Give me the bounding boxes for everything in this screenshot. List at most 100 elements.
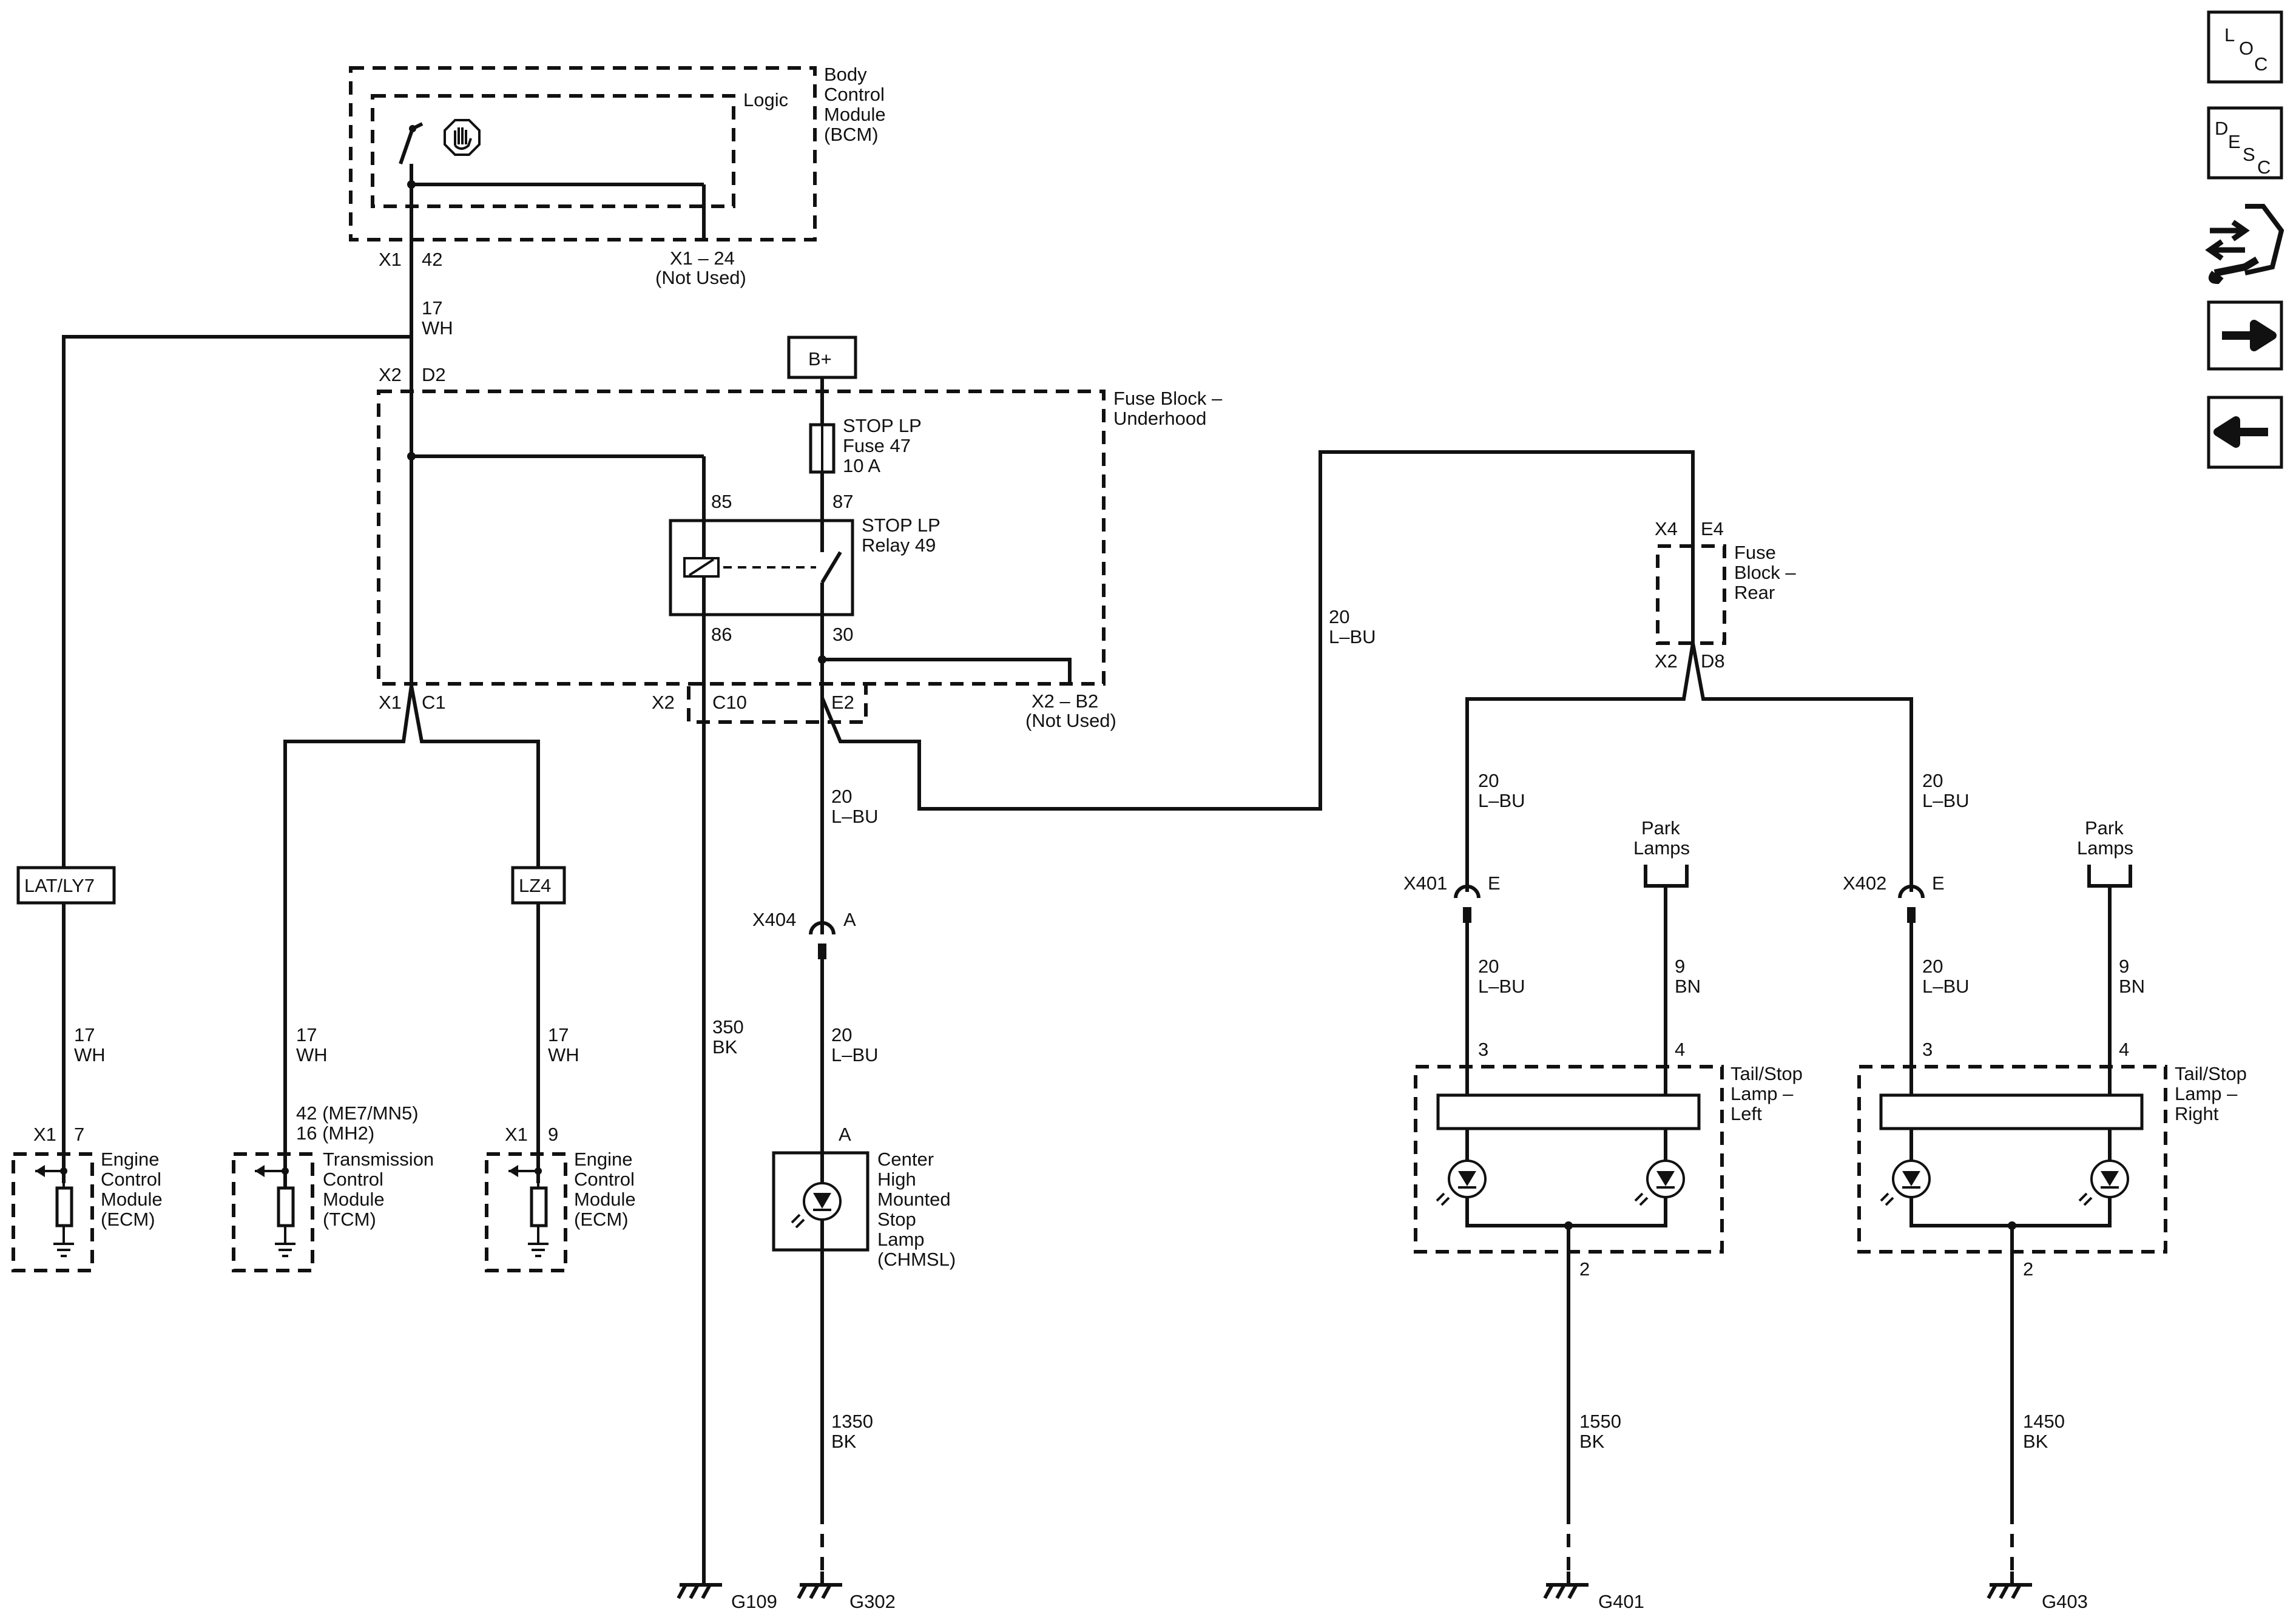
ground-label: G403 <box>2042 1591 2088 1612</box>
tail-stop-lamp-left-circuit: 20 L–BU Park Lamps X401 E 20 L–BU 9 BN 3… <box>1403 770 1803 1571</box>
wire-label-gauge: 350 <box>712 1016 744 1038</box>
wire-label-gauge: 17 <box>296 1024 317 1045</box>
ground-g401: G401 <box>1543 1571 1644 1612</box>
conn-label: C1 <box>422 692 446 713</box>
connector-pin-label: A <box>843 909 856 930</box>
relay-pin-87: 87 <box>832 491 853 512</box>
fuse-47: STOP LP Fuse 47 10 A <box>809 415 922 476</box>
next-page-button[interactable] <box>2207 300 2283 371</box>
lamp-pin-label: 4 <box>1675 1039 1685 1060</box>
option-label: LZ4 <box>519 875 551 896</box>
connector-repair-button[interactable] <box>2205 204 2284 285</box>
ecm-label-4: (ECM) <box>101 1209 155 1230</box>
chmsl-label-6: (CHMSL) <box>877 1249 956 1270</box>
conn-label: C10 <box>712 692 747 713</box>
wire-label-gauge: 1450 <box>2023 1411 2065 1432</box>
conn-label: D2 <box>422 364 446 385</box>
relay-switch-icon <box>820 551 842 584</box>
relay-label-1: STOP LP <box>862 515 940 536</box>
loc-letter-o: O <box>2239 38 2254 59</box>
fuse-label-2: Fuse 47 <box>843 435 911 456</box>
wire-label-color: WH <box>548 1044 579 1065</box>
desc-letter-s: S <box>2243 144 2255 165</box>
bcm-pin-connector: X1 <box>379 249 402 270</box>
desc-letter-e: E <box>2228 131 2241 152</box>
fuse-block-rear-label-2: Block – <box>1734 562 1796 583</box>
chmsl-label-5: Lamp <box>877 1229 925 1250</box>
wire-label-gauge: 17 <box>74 1024 95 1045</box>
conn-label: D8 <box>1701 650 1725 672</box>
tcm-label-1: Transmission <box>323 1149 434 1170</box>
lamp-name-3: Right <box>2175 1103 2219 1124</box>
connector-pin-label: E <box>1932 873 1945 894</box>
bcm-pin-24: X1 – 24 <box>670 248 735 269</box>
wire-label-color: L–BU <box>1922 790 1970 811</box>
wire-label-gauge: 1350 <box>831 1411 873 1432</box>
option-label: LAT/LY7 <box>24 875 95 896</box>
ecm-label-1: Engine <box>574 1149 633 1170</box>
wire-label-color: WH <box>296 1044 328 1065</box>
park-lamps-stub-icon <box>1644 865 1689 888</box>
wire-label-color: L–BU <box>831 806 879 827</box>
chmsl-label-1: Center <box>877 1149 934 1170</box>
engine-control-module-1: X1 7 Engine Control Module (ECM) <box>12 1124 163 1272</box>
ecm-conn-label: X1 <box>33 1124 56 1145</box>
fuse-block-underhood-label-2: Underhood <box>1113 408 1206 429</box>
desc-letter-d: D <box>2215 118 2228 139</box>
relay-label-2: Relay 49 <box>862 535 936 556</box>
connector-icon <box>2244 204 2284 275</box>
lamp-pin-label: 4 <box>2119 1039 2129 1060</box>
location-button[interactable]: L O C <box>2207 10 2283 84</box>
engine-control-module-2: X1 9 Engine Control Module (ECM) <box>485 1124 636 1272</box>
lamp-name-3: Left <box>1730 1103 1762 1124</box>
ecm-label-3: Module <box>574 1189 636 1210</box>
wire-label-gauge: 20 <box>1478 770 1499 791</box>
conn-label: X2 <box>1655 650 1678 672</box>
connector-label: X404 <box>752 909 796 930</box>
chmsl-label-3: Mounted <box>877 1189 951 1210</box>
wire-label-gauge: 20 <box>831 786 852 807</box>
transmission-control-module: 42 (ME7/MN5) 16 (MH2) Transmission Contr… <box>232 1102 434 1272</box>
wire-label-gauge: 20 <box>1922 770 1943 791</box>
park-lamps-label-2: Lamps <box>1633 837 1690 859</box>
wire-label-gauge: 20 <box>831 1024 852 1045</box>
chmsl-label-4: Stop <box>877 1209 916 1230</box>
conn-label-note: (Not Used) <box>1025 710 1116 731</box>
description-button[interactable]: D E S C <box>2207 106 2283 180</box>
resistor-icon <box>55 1186 73 1227</box>
ground-g302: G302 <box>797 1571 896 1612</box>
wire-label-gauge: 20 <box>1478 956 1499 977</box>
wire-label-color: L–BU <box>1478 790 1525 811</box>
battery-positive: B+ <box>787 336 857 379</box>
lamp-pin-label: 3 <box>1478 1039 1488 1060</box>
wire-label-gauge: 20 <box>1329 606 1349 627</box>
wire-label-color: BK <box>2023 1431 2048 1452</box>
connector-x404: X404 A <box>752 909 856 959</box>
wire-label-color: BK <box>831 1431 857 1452</box>
wire-label-gauge: 20 <box>1922 956 1943 977</box>
tcm-pin-a: 42 (ME7/MN5) <box>296 1102 419 1124</box>
tcm-label-3: Module <box>323 1189 385 1210</box>
fuse-block-rear: X4 E4 Fuse Block – Rear X2 D8 <box>1655 518 1796 672</box>
loc-letter-l: L <box>2224 24 2235 46</box>
lamp-name-2: Lamp – <box>2175 1083 2238 1104</box>
fuse-block-rear-label-3: Rear <box>1734 582 1775 603</box>
previous-page-button[interactable] <box>2207 396 2283 469</box>
lamp-name-1: Tail/Stop <box>1730 1063 1803 1084</box>
park-lamps-label-1: Park <box>2085 817 2124 839</box>
ecm-label-4: (ECM) <box>574 1209 629 1230</box>
conn-label: X4 <box>1655 518 1678 539</box>
lamp-name-1: Tail/Stop <box>2175 1063 2247 1084</box>
wire-label-color: L–BU <box>831 1044 879 1065</box>
fuse-block-underhood: Fuse Block – Underhood X2 D2 X1 C1 X2 C1… <box>377 364 1223 731</box>
wire-label-gauge: 17 <box>422 297 442 319</box>
arrow-right-icon <box>2222 320 2277 351</box>
desc-letter-c: C <box>2257 157 2271 178</box>
bcm-pin-42: 42 <box>422 249 442 270</box>
hand-stop-icon <box>444 119 481 156</box>
input-arrow-icon <box>508 1165 518 1177</box>
fuse-block-rear-label-1: Fuse <box>1734 542 1776 563</box>
ground-label: G109 <box>731 1591 777 1612</box>
conn-label: X2 <box>379 364 402 385</box>
